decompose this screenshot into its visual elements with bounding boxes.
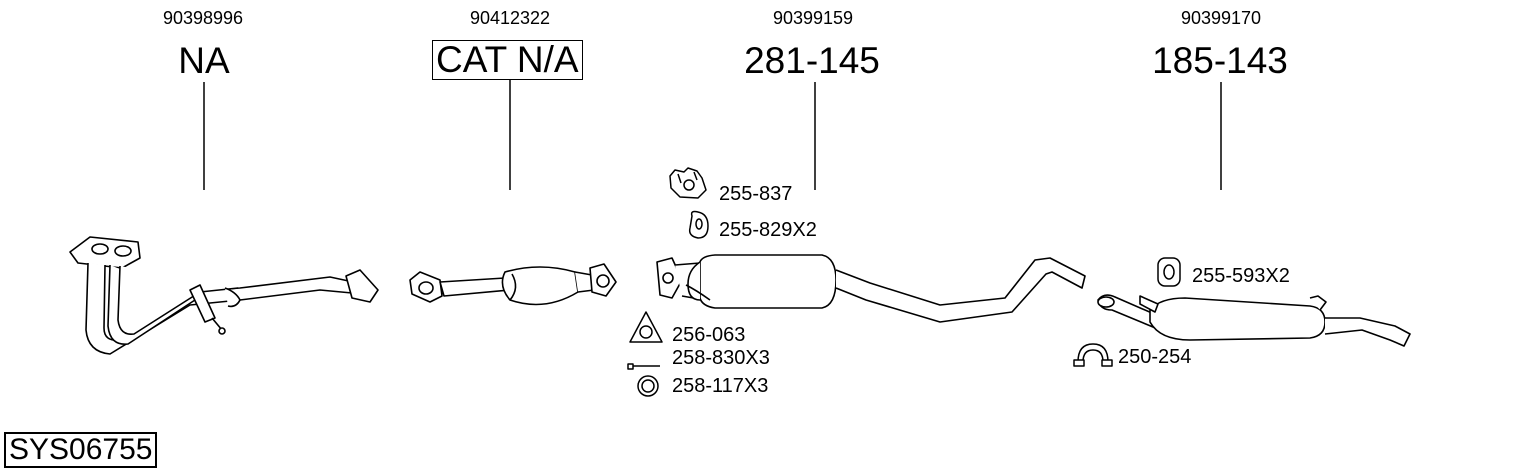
- part-number-2: CAT N/A: [432, 40, 583, 80]
- accessory-code-255-593X2: 255-593X2: [1192, 265, 1290, 287]
- accessory-code-258-117X3: 258-117X3: [672, 375, 768, 397]
- centre-silencer-drawing: [656, 254, 1086, 323]
- flange-gasket-icon: [629, 311, 663, 343]
- rubber-hanger-icon: [669, 167, 707, 199]
- spring-washer-icon: [637, 375, 659, 397]
- pipe-clamp-icon: [1073, 343, 1113, 367]
- accessory-code-255-829X2: 255-829X2: [719, 219, 817, 241]
- rear-silencer-drawing: [1097, 294, 1411, 347]
- front-pipe-drawing: [69, 236, 379, 355]
- part-number-4: 185-143: [1152, 40, 1288, 81]
- oem-number-3: 90399159: [773, 8, 853, 28]
- oem-number-4: 90399170: [1181, 8, 1261, 28]
- accessory-code-258-830X3: 258-830X3: [672, 347, 770, 369]
- bolt-icon: [627, 363, 660, 370]
- accessory-code-255-837: 255-837: [719, 183, 792, 205]
- part-number-1: NA: [178, 40, 230, 81]
- accessory-code-250-254: 250-254: [1118, 346, 1191, 368]
- oem-number-2: 90412322: [470, 8, 550, 28]
- oem-number-1: 90398996: [163, 8, 243, 28]
- rubber-ring-mount-icon: [688, 210, 709, 239]
- system-code: SYS06755: [4, 432, 158, 468]
- part-number-3: 281-145: [744, 40, 880, 81]
- rubber-mount-icon: [1157, 257, 1181, 287]
- catalytic-converter-drawing: [409, 263, 617, 306]
- accessory-code-256-063: 256-063: [672, 324, 745, 346]
- leader-lines: [203, 80, 1222, 190]
